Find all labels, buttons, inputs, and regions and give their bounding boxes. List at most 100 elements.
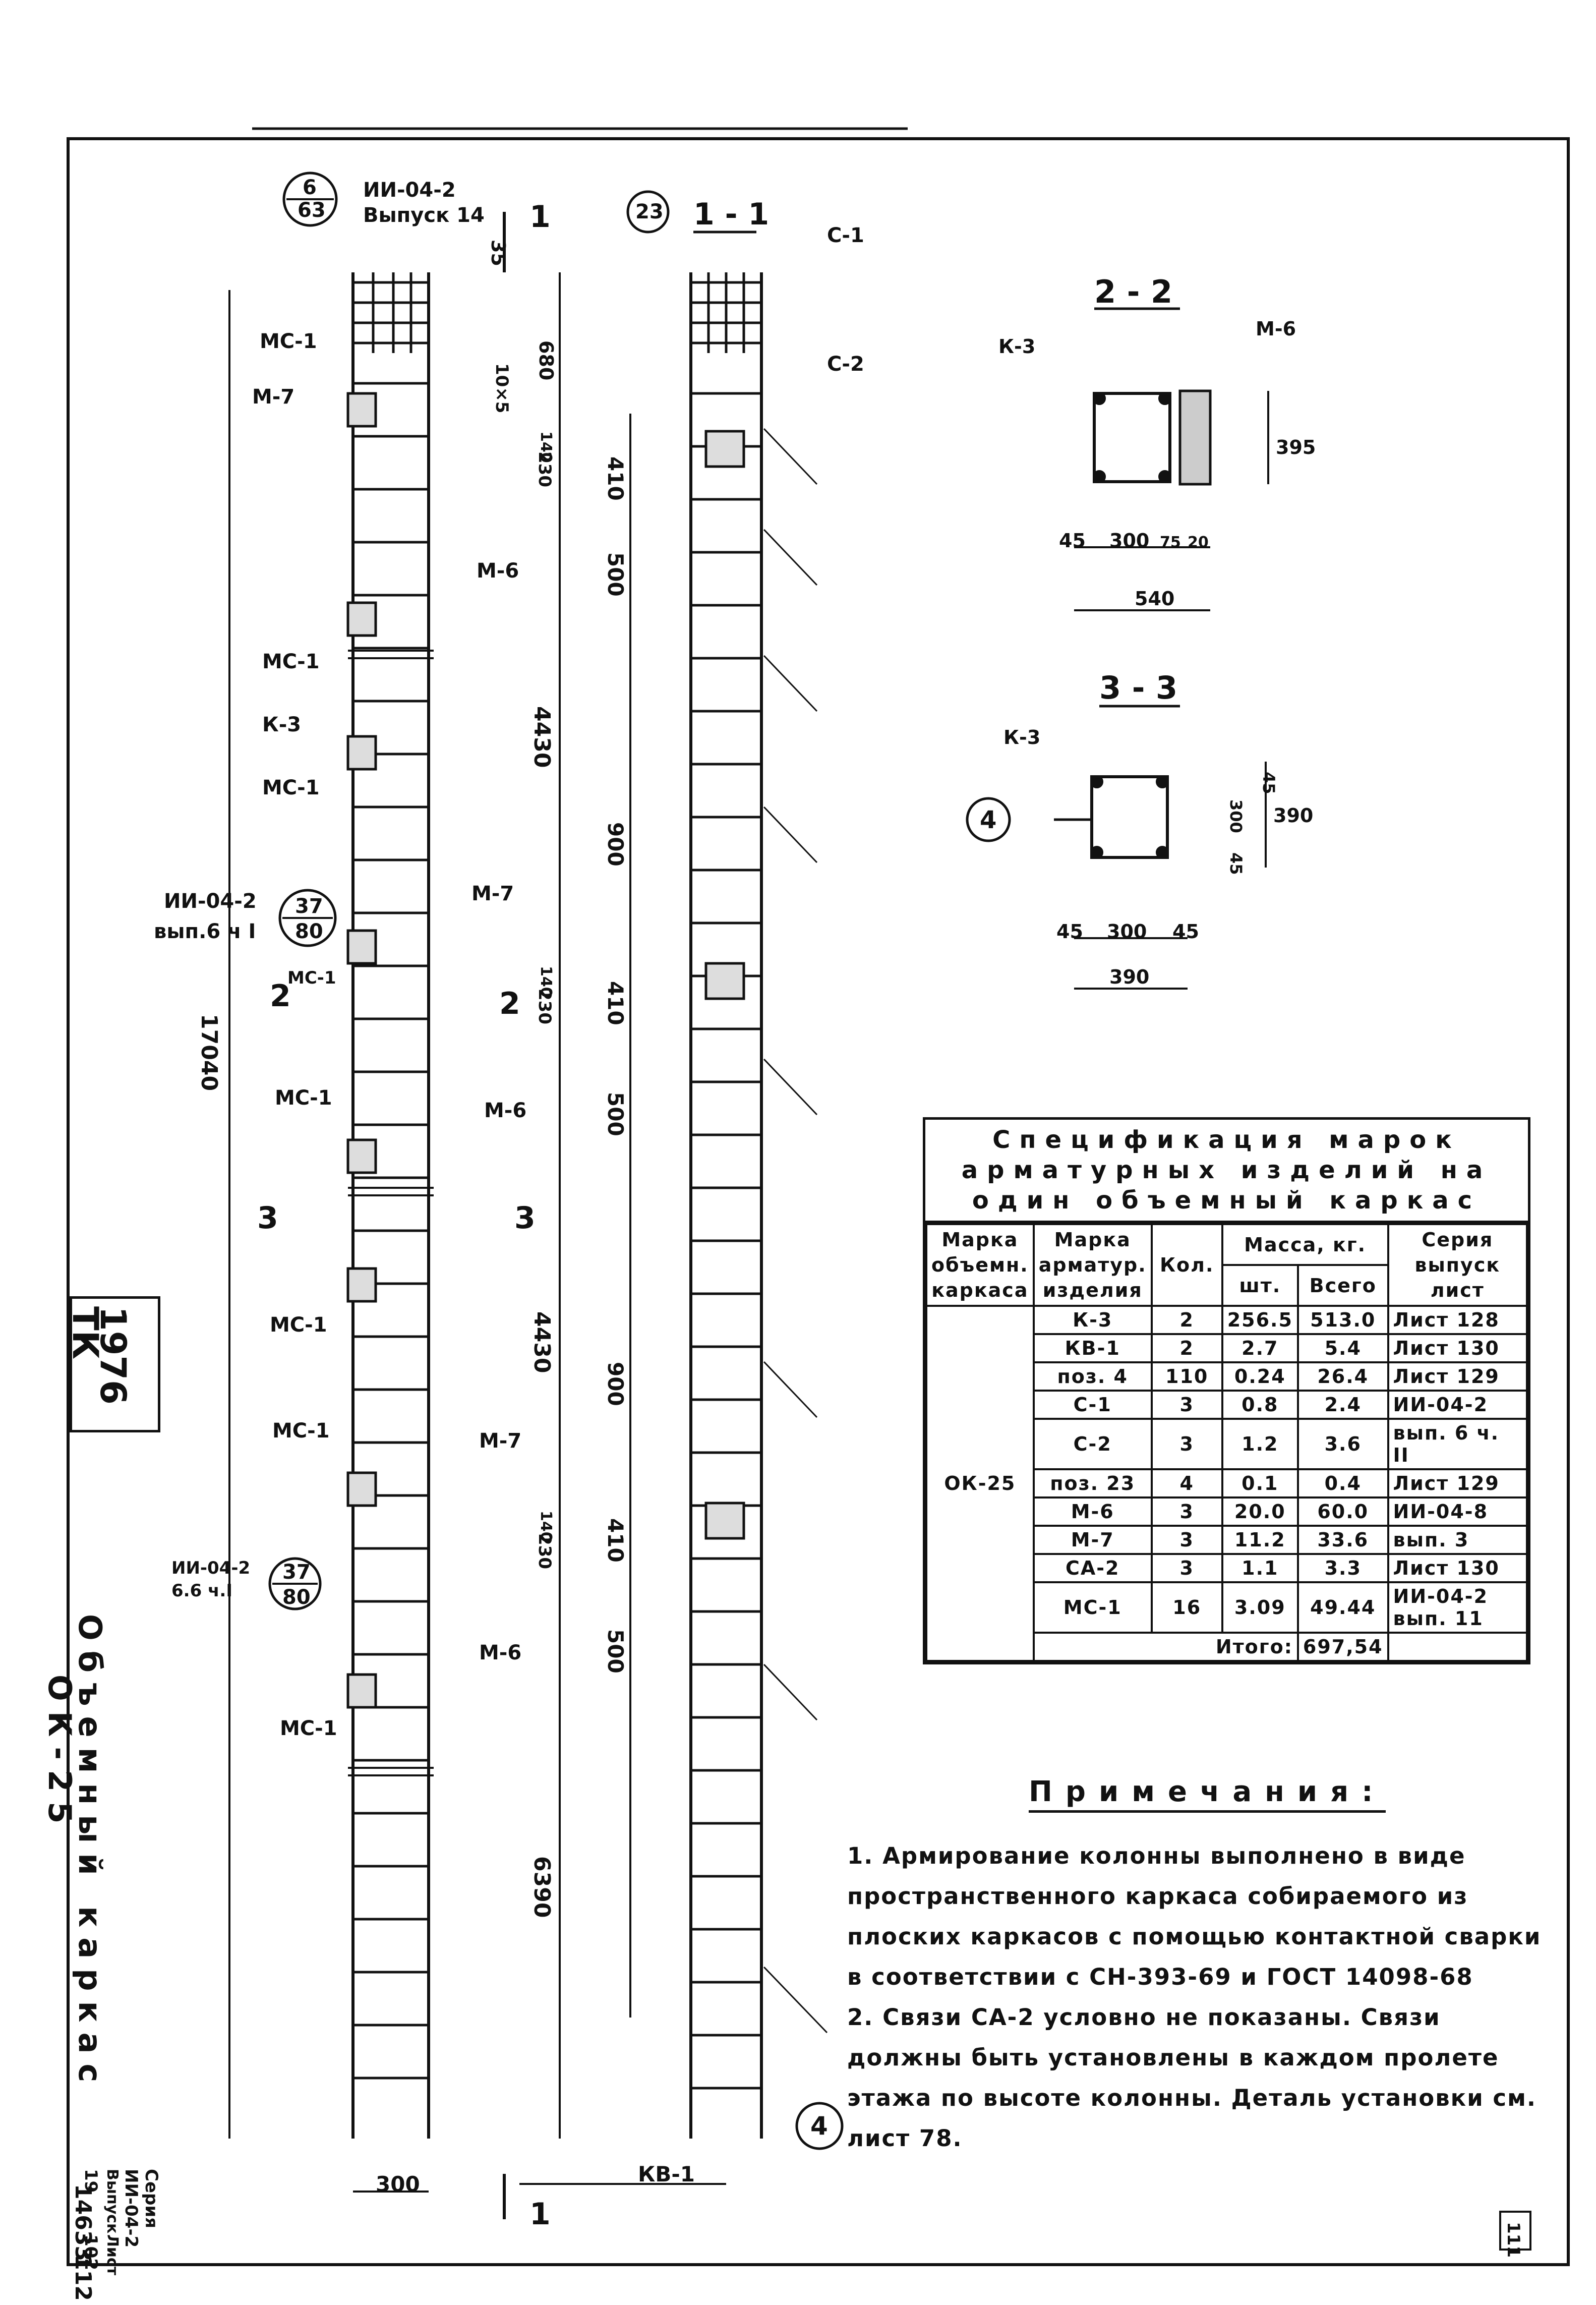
label-mc1-h: МС-1: [280, 1717, 337, 1740]
section-1-1-title: 1 - 1: [693, 197, 769, 232]
spec-total-row: Итого:697,54: [926, 1632, 1528, 1662]
spec-cell-item: СА-2: [1032, 1553, 1153, 1583]
ref-4-elev: 4: [810, 2111, 828, 2141]
spec-cell-each: 0.8: [1221, 1390, 1299, 1420]
label-m6-a: М-6: [477, 559, 519, 583]
title-line2: ОК-25: [41, 1675, 78, 1834]
section-3-3-title: 3 - 3: [1099, 669, 1177, 706]
label-mc1-g: МС-1: [272, 1419, 330, 1443]
label-k3-33: К-3: [1003, 726, 1040, 748]
dim-6390: 6390: [529, 1856, 555, 1918]
dim-300-22: 300: [1109, 530, 1149, 552]
series-label: Серия: [141, 2169, 161, 2229]
label-mc1-f: МС-1: [270, 1313, 327, 1337]
sheet-value: 102: [81, 2234, 101, 2270]
ref-low-series: ИИ-04-2: [171, 1558, 250, 1578]
sec-dim-410-b: 410: [603, 981, 628, 1025]
spec-cell-total: 2.4: [1296, 1390, 1389, 1420]
dim-45-33v-bot: 45: [1226, 852, 1246, 875]
spec-total-label: Итого:: [1032, 1632, 1299, 1662]
ref-low-issue: 6.6 ч.I: [171, 1581, 232, 1601]
ref-low-den: 80: [282, 1586, 311, 1609]
spec-cell-qty: 3: [1150, 1390, 1223, 1420]
ref-mid-den: 80: [295, 920, 323, 943]
spec-cell-ref: вып. 3: [1387, 1525, 1528, 1555]
issue-value: 19: [81, 2169, 101, 2193]
spec-caption: Спецификация марок арматурных изделий на…: [925, 1120, 1528, 1223]
label-mc1-d: МС-1: [287, 968, 336, 988]
spec-h-qty: Кол.: [1150, 1223, 1223, 1307]
archive-number: 14633: [70, 2184, 96, 2261]
spec-caption-3: один объемный каркас: [972, 1186, 1482, 1215]
dim-300-33v: 300: [1226, 799, 1246, 833]
ref-top-issue: Выпуск 14: [363, 204, 485, 227]
section-stirrups: [691, 392, 761, 2090]
dim-75-22: 75: [1160, 534, 1181, 551]
spec-cell-qty: 2: [1150, 1333, 1223, 1363]
dim-4430-b: 4430: [529, 1311, 555, 1373]
spec-cell-ref: ИИ-04-2: [1387, 1390, 1528, 1420]
m6-plates: [704, 430, 745, 1540]
dim-300-33: 300: [1107, 920, 1147, 943]
note-2: 2. Связи СА-2 условно не показаны. Связи…: [847, 2004, 1536, 2152]
spec-cell-each: 1.2: [1221, 1418, 1299, 1470]
diagonal-leaders: [763, 428, 828, 2034]
notes-title: Примечания:: [1029, 1775, 1386, 1813]
dim-680: 680: [535, 340, 557, 381]
label-m7-c: М-7: [479, 1429, 521, 1453]
spec-h-frame: Марка объемн. каркаса: [925, 1223, 1035, 1307]
spec-cell-each: 3.09: [1221, 1581, 1299, 1634]
ref-circle-4-33: [966, 797, 1011, 842]
spec-cell-qty: 3: [1150, 1553, 1223, 1583]
spec-cell-item: МС-1: [1032, 1581, 1153, 1634]
spec-cell-each: 256.5: [1221, 1305, 1299, 1335]
sheet-label: Лист: [103, 2234, 121, 2276]
label-m6-b: М-6: [484, 1099, 526, 1122]
mc1-plates: [346, 392, 377, 1709]
spec-h-total: Всего: [1296, 1264, 1389, 1307]
spec-cell-ref: ИИ-04-2 вып. 11: [1387, 1581, 1528, 1634]
spec-cell-item: К-3: [1032, 1305, 1153, 1335]
spec-cell-total: 60.0: [1296, 1496, 1389, 1527]
spec-h-item: Марка арматур. изделия: [1032, 1223, 1153, 1307]
dim-20-22: 20: [1188, 534, 1209, 551]
dim-540-22: 540: [1135, 588, 1174, 610]
spec-cell-total: 5.4: [1296, 1333, 1389, 1363]
spec-cell-ref: Лист 129: [1387, 1468, 1528, 1499]
spec-cell-each: 0.1: [1221, 1468, 1299, 1499]
label-m6-22: М-6: [1256, 318, 1296, 340]
spec-cell-item: С-2: [1032, 1418, 1153, 1470]
note-1: 1. Армирование колонны выполнено в виде …: [847, 1842, 1542, 1990]
label-mc1-a: МС-1: [260, 330, 317, 353]
section-2-left: 2: [270, 978, 291, 1014]
label-mc1-e: МС-1: [275, 1086, 332, 1110]
label-kv1: КВ-1: [638, 2162, 695, 2186]
spec-cell-each: 11.2: [1221, 1525, 1299, 1555]
sec-dim-500-a: 500: [603, 552, 628, 597]
ref-4-33: 4: [980, 806, 996, 834]
spec-cell-total: 0.4: [1296, 1468, 1389, 1499]
elevation-stirrups: [353, 382, 429, 2080]
label-c2: С-2: [827, 353, 864, 376]
dim-390-33: 390: [1109, 966, 1149, 988]
section-2-2-view: [1074, 389, 1269, 611]
ref-mid-series: ИИ-04-2: [164, 890, 257, 913]
dim-300-elev: 300: [376, 2172, 420, 2197]
ref-circle-low: [268, 1557, 322, 1610]
spec-total-empty: [1387, 1632, 1528, 1662]
dim-17040: 17040: [196, 1014, 222, 1091]
dim-140-c: 140: [537, 1511, 555, 1542]
section-1-bottom-label: 1: [529, 2197, 551, 2232]
spec-cell-qty: 16: [1150, 1581, 1223, 1634]
dim-4430-a: 4430: [529, 706, 555, 768]
dim-395-22: 395: [1276, 436, 1316, 458]
spec-cell-ref: Лист 130: [1387, 1553, 1528, 1583]
spec-cell-qty: 110: [1150, 1361, 1223, 1392]
